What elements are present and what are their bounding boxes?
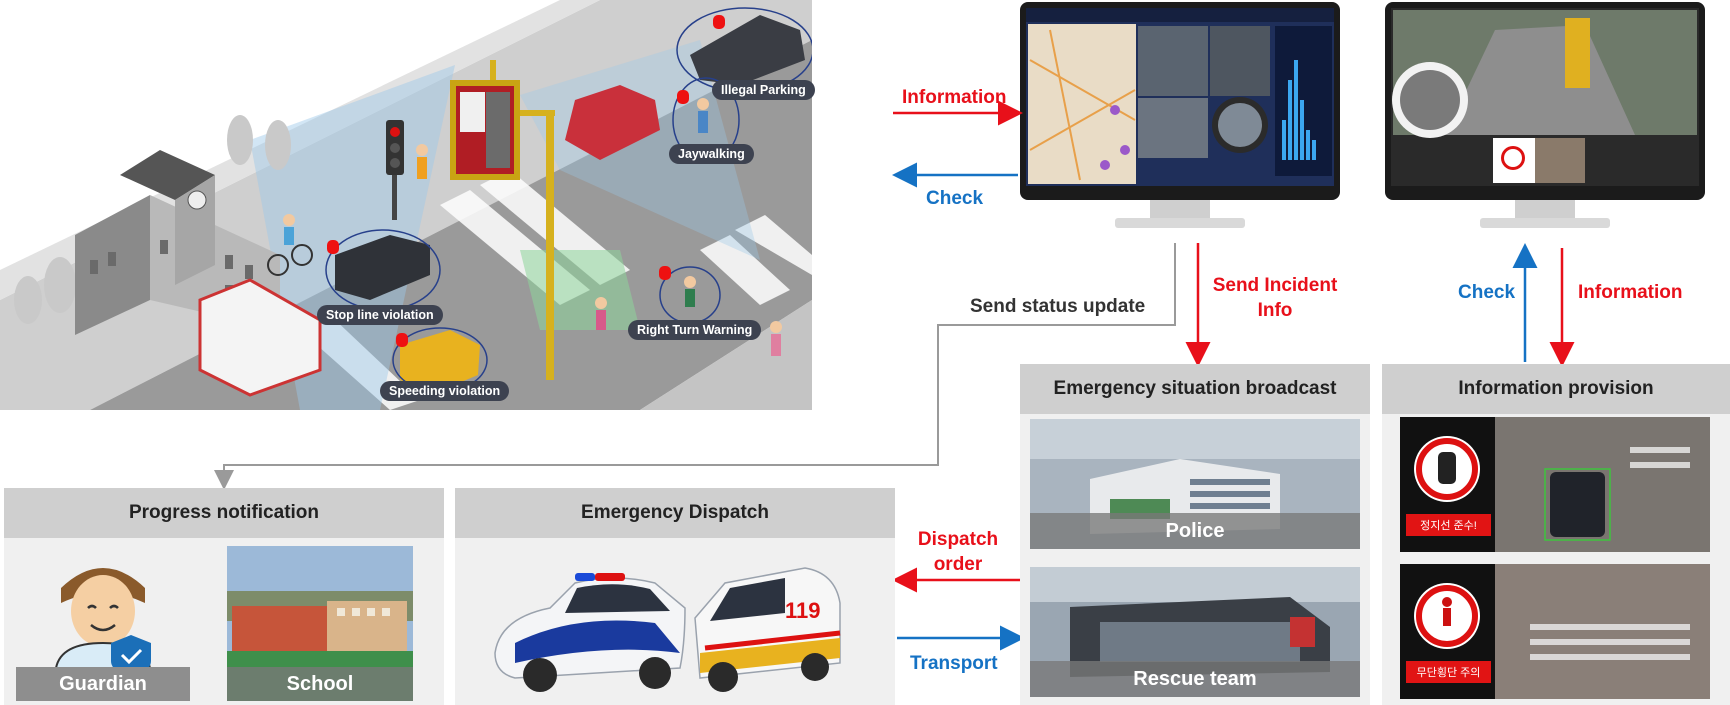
- label-send-incident-line2: Info: [1257, 300, 1293, 321]
- guardian-icon: [54, 568, 152, 668]
- label-dispatch-order: Dispatch order: [898, 527, 1018, 577]
- police-photo: Police: [1030, 419, 1360, 549]
- label-illegal-parking: Illegal Parking: [712, 80, 815, 100]
- info-sign-1: 정지선 준수!: [1400, 417, 1710, 552]
- police-car-icon: [494, 573, 686, 692]
- monitor-info-provision: [1385, 0, 1705, 245]
- info-sign-2: 무단횡단 주의: [1400, 564, 1710, 699]
- school-caption: School: [227, 667, 413, 701]
- school-photo: School: [227, 546, 413, 701]
- label-speeding: Speeding violation: [380, 381, 510, 401]
- label-send-incident-info: Send Incident Info: [1205, 273, 1345, 323]
- label-check-right: Check: [1458, 282, 1516, 303]
- label-information-top: Information: [902, 87, 1007, 108]
- monitor-info-provision-graphic: [1385, 2, 1705, 228]
- svg-text:119: 119: [785, 598, 821, 623]
- rescue-caption: Rescue team: [1030, 661, 1360, 697]
- monitor-control-center-graphic: [1020, 2, 1340, 228]
- label-send-incident-line1: Send Incident: [1212, 275, 1338, 296]
- label-check-top: Check: [926, 188, 984, 209]
- label-dispatch-line1: Dispatch: [917, 529, 999, 550]
- street-scene-illustration: [0, 0, 814, 410]
- panel-broadcast-title: Emergency situation broadcast: [1020, 364, 1370, 414]
- panel-information-provision: Information provision 정지선 준수! 무단횡단 주의: [1382, 364, 1730, 705]
- monitor-control-center: [1020, 0, 1340, 245]
- panel-emergency-dispatch: Emergency Dispatch 119: [455, 488, 895, 705]
- police-caption: Police: [1030, 513, 1360, 549]
- info-sign-1-label: 정지선 준수!: [1406, 514, 1491, 536]
- rescue-photo: Rescue team: [1030, 567, 1360, 697]
- panel-dispatch-title: Emergency Dispatch: [455, 488, 895, 538]
- ambulance-icon: 119: [694, 567, 841, 692]
- label-jaywalking: Jaywalking: [669, 144, 754, 164]
- guardian-block: Guardian: [16, 543, 190, 701]
- guardian-caption: Guardian: [16, 667, 190, 701]
- street-scene: Illegal Parking Jaywalking Stop line vio…: [0, 0, 815, 410]
- panel-emergency-broadcast: Emergency situation broadcast Police Res…: [1020, 364, 1370, 705]
- panel-info-provision-title: Information provision: [1382, 364, 1730, 414]
- panel-progress-notification: Progress notification Guardian School: [4, 488, 444, 705]
- label-send-status-update: Send status update: [970, 296, 1146, 317]
- dispatch-vehicles-image: 119: [494, 567, 841, 692]
- info-sign-2-label: 무단횡단 주의: [1406, 661, 1491, 683]
- label-stop-line: Stop line violation: [317, 305, 443, 325]
- label-dispatch-line2: order: [933, 554, 983, 575]
- label-information-right: Information: [1578, 282, 1683, 303]
- label-transport: Transport: [910, 653, 998, 674]
- label-right-turn: Right Turn Warning: [628, 320, 762, 340]
- panel-progress-title: Progress notification: [4, 488, 444, 538]
